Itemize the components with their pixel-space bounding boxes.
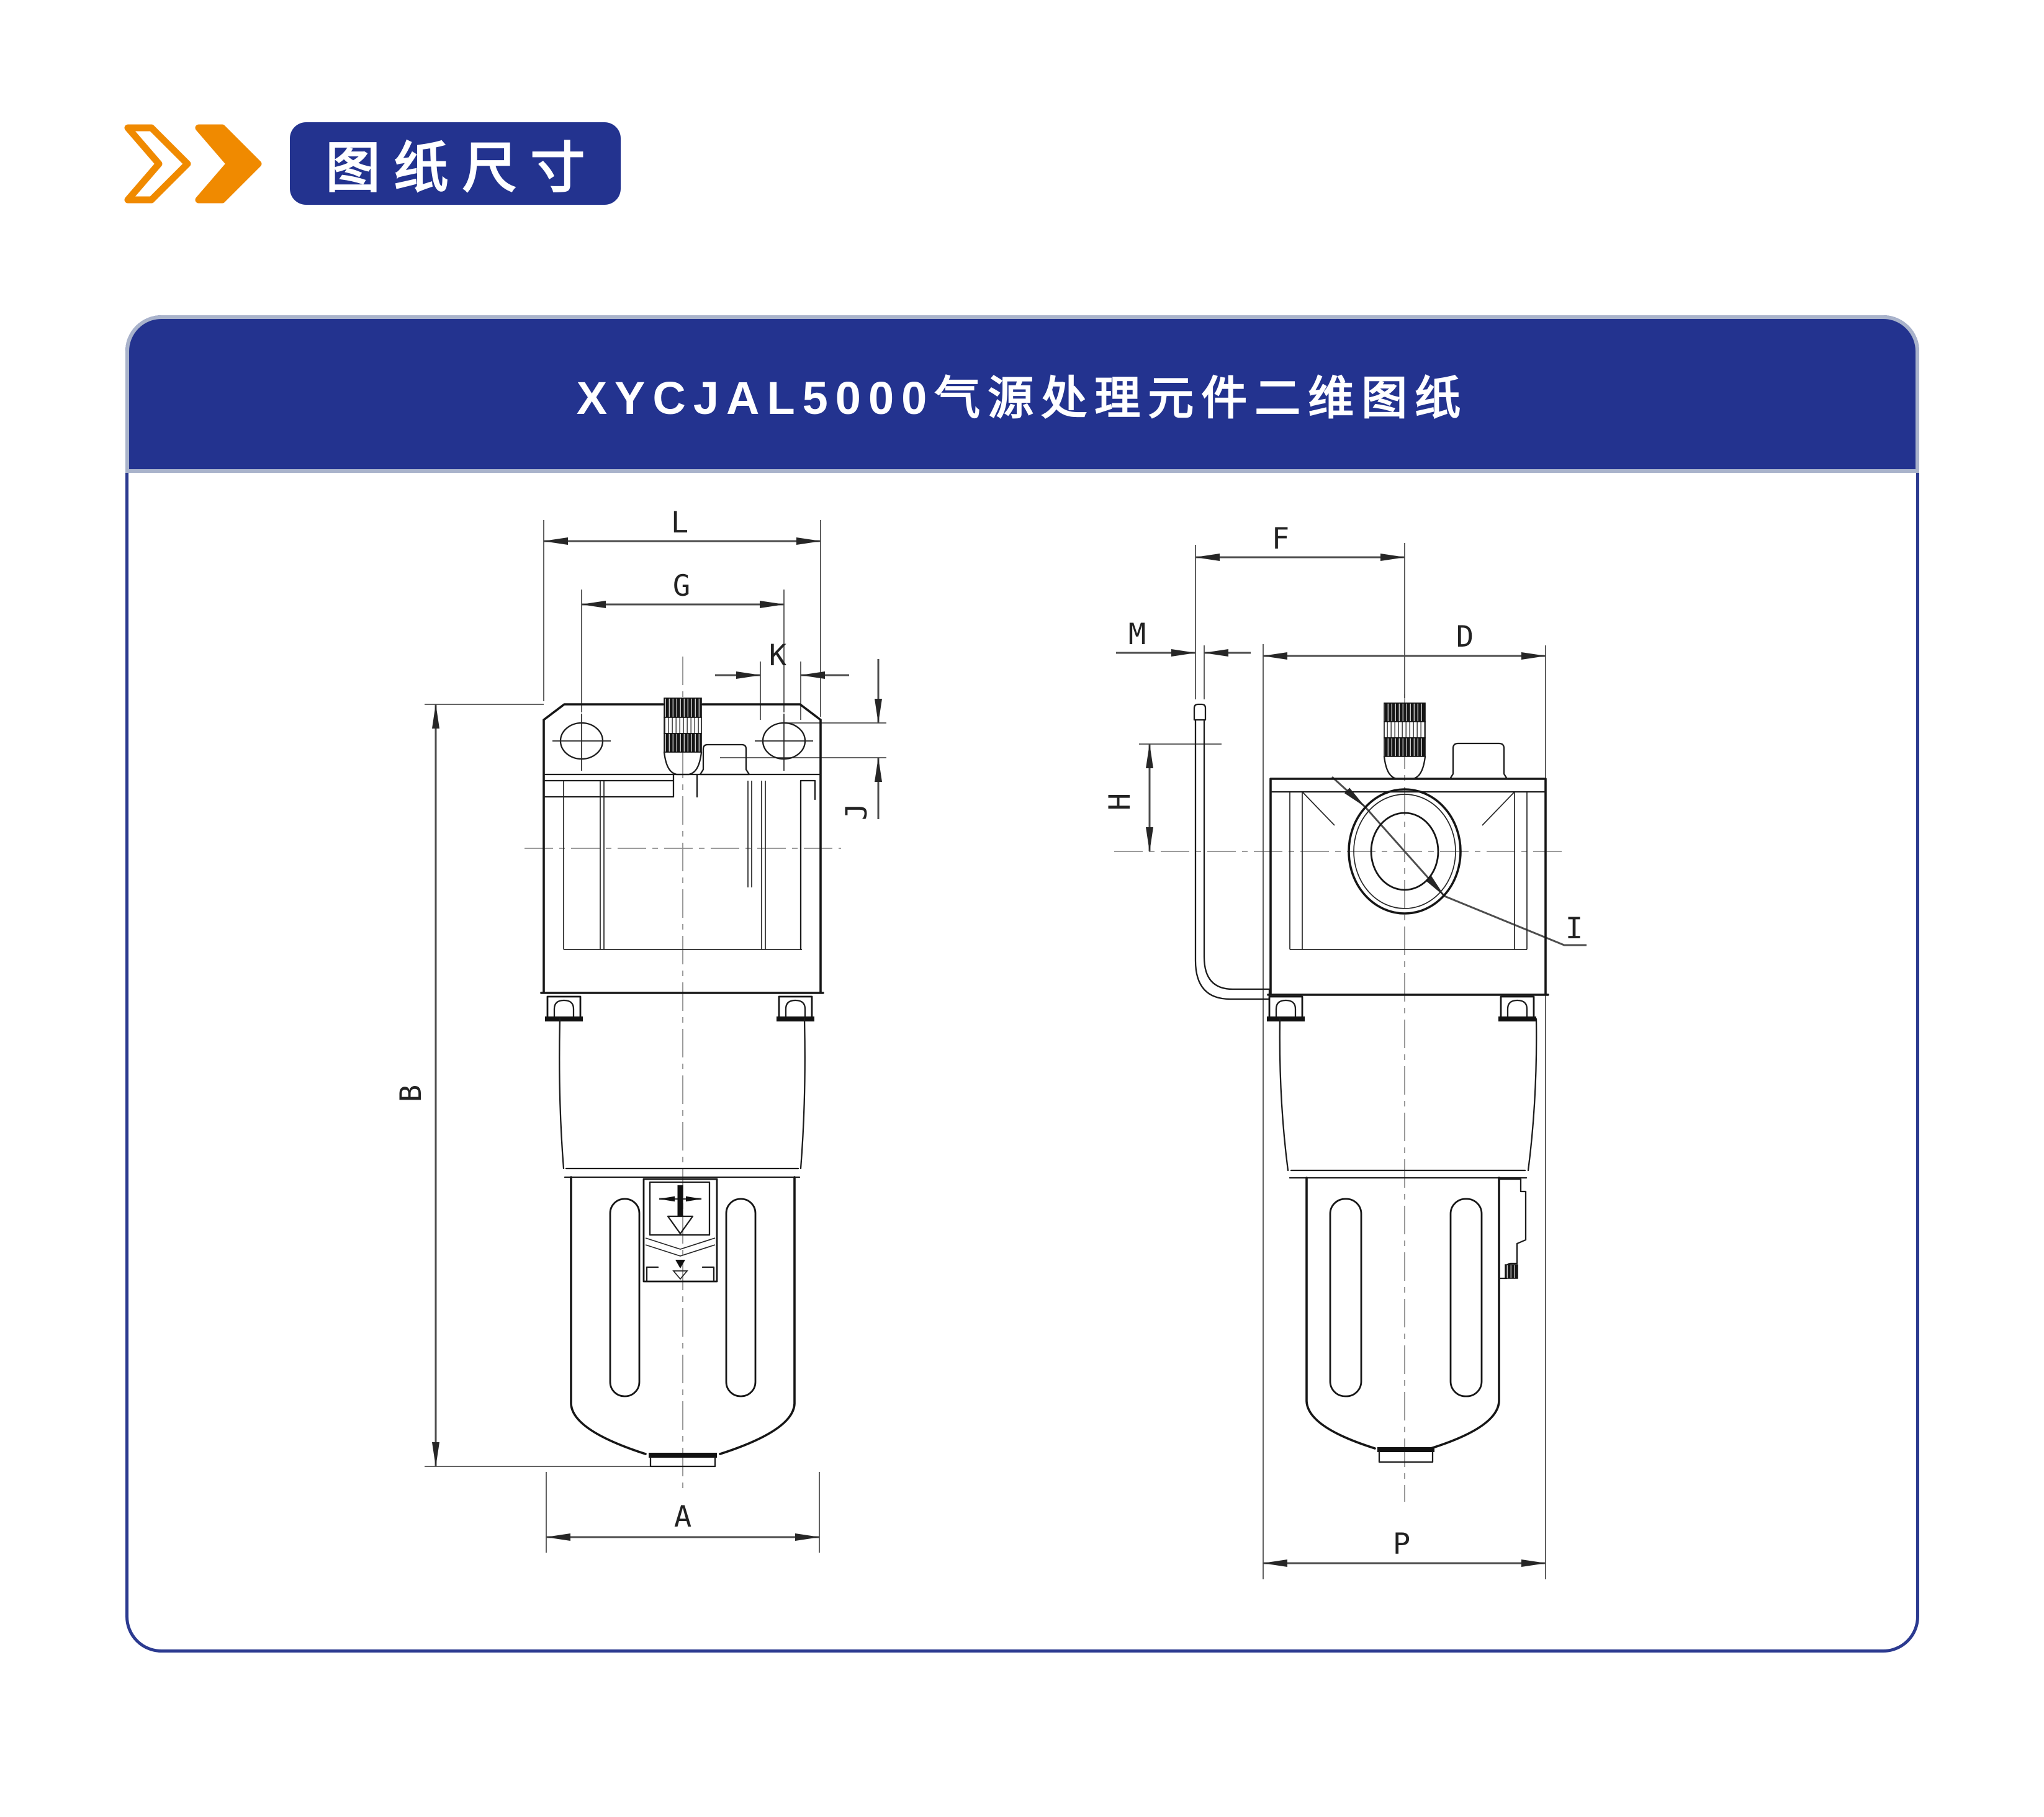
section-title-label: 图纸尺寸 <box>325 137 599 199</box>
card-header: XYCJAL5000气源处理元件二维图纸 <box>125 315 1919 473</box>
drawing-card: XYCJAL5000气源处理元件二维图纸 <box>125 315 1919 1653</box>
chevron-outline-icon <box>124 124 191 204</box>
card-title: XYCJAL5000气源处理元件二维图纸 <box>576 372 1469 424</box>
chevron-filled-icon <box>195 124 262 204</box>
section-marker <box>124 124 262 204</box>
section-title-badge: 图纸尺寸 <box>290 122 621 205</box>
